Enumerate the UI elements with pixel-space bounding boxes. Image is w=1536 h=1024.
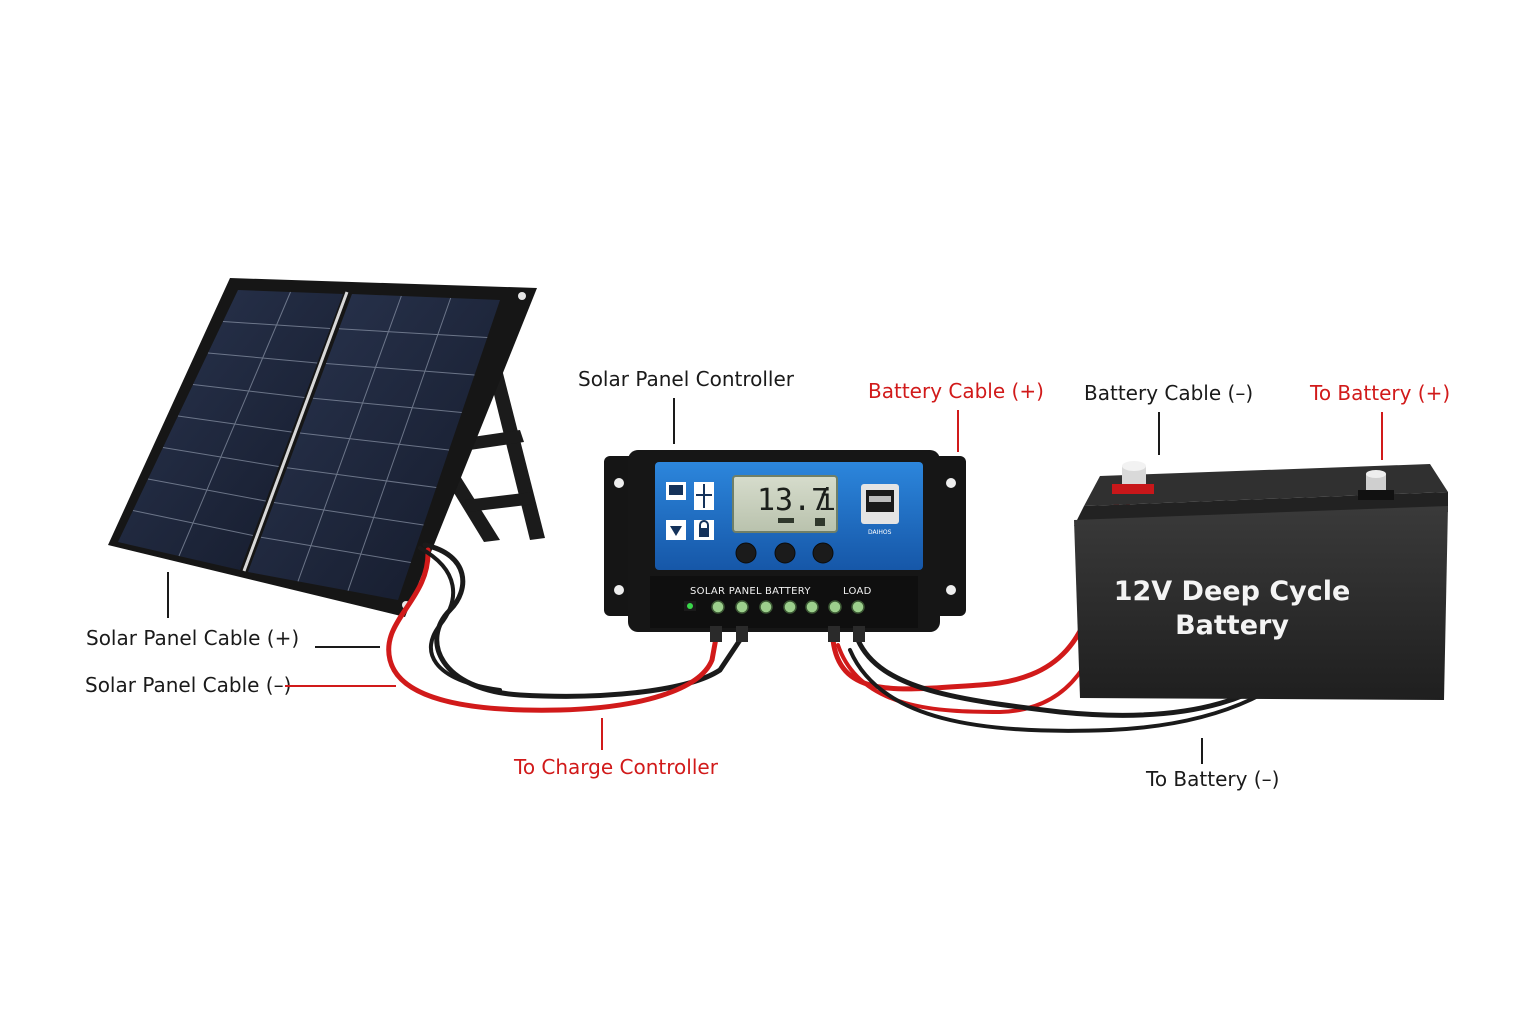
controller-right-ear [934, 456, 966, 616]
callout-solar-panel-controller: Solar Panel Controller [578, 367, 795, 391]
charge-controller: 13.7 i DAIHOS SOLAR PANEL BATTERY LOAD [604, 450, 966, 642]
battery: 12V Deep Cycle Battery [1074, 461, 1448, 700]
panel-to-controller-negative-cable [422, 542, 743, 699]
callouts: Solar Panel Controller Battery Cable (+)… [85, 367, 1450, 791]
terminal-label-solar: SOLAR PANEL [690, 586, 762, 597]
terminal-screw [805, 600, 819, 614]
terminal-screw [851, 600, 865, 614]
battery-positive-terminal [1112, 461, 1154, 494]
usb-label: DAIHOS [868, 529, 892, 536]
terminal-screw [759, 600, 773, 614]
terminal-screw [828, 600, 842, 614]
controller-status-icons [666, 482, 714, 540]
lcd-reading: 13.7 [757, 483, 829, 518]
usb-port[interactable] [861, 484, 899, 524]
battery-label-line1: 12V Deep Cycle [1114, 576, 1351, 607]
terminal-screw [735, 600, 749, 614]
battery-negative-terminal [1358, 470, 1394, 500]
panel-cell-grid [132, 291, 488, 591]
callout-solar-panel-cable-pos: Solar Panel Cable (+) [86, 626, 299, 650]
battery-body [1074, 506, 1448, 700]
solar-panel [108, 278, 545, 617]
terminal-screw [783, 600, 797, 614]
panel-right-half [248, 294, 500, 600]
callout-to-battery-pos: To Battery (+) [1309, 381, 1450, 405]
terminal-label-load: LOAD [843, 586, 872, 597]
controller-button-right[interactable] [812, 542, 834, 564]
terminal-screws [711, 600, 865, 614]
panel-to-controller-positive-cable [386, 547, 719, 713]
battery-label-line2: Battery [1175, 610, 1289, 641]
lcd-reading-suffix: i [818, 483, 836, 518]
terminal-label-battery: BATTERY [765, 586, 811, 597]
controller-lcd [732, 475, 838, 533]
callout-to-charge-controller: To Charge Controller [513, 755, 719, 779]
callout-solar-panel-cable-neg: Solar Panel Cable (–) [85, 673, 291, 697]
callout-battery-cable-pos: Battery Cable (+) [868, 379, 1044, 403]
controller-button-left[interactable] [735, 542, 757, 564]
callout-battery-cable-neg: Battery Cable (–) [1084, 381, 1253, 405]
terminal-screw [711, 600, 725, 614]
callout-to-battery-neg: To Battery (–) [1145, 767, 1279, 791]
controller-button-middle[interactable] [774, 542, 796, 564]
